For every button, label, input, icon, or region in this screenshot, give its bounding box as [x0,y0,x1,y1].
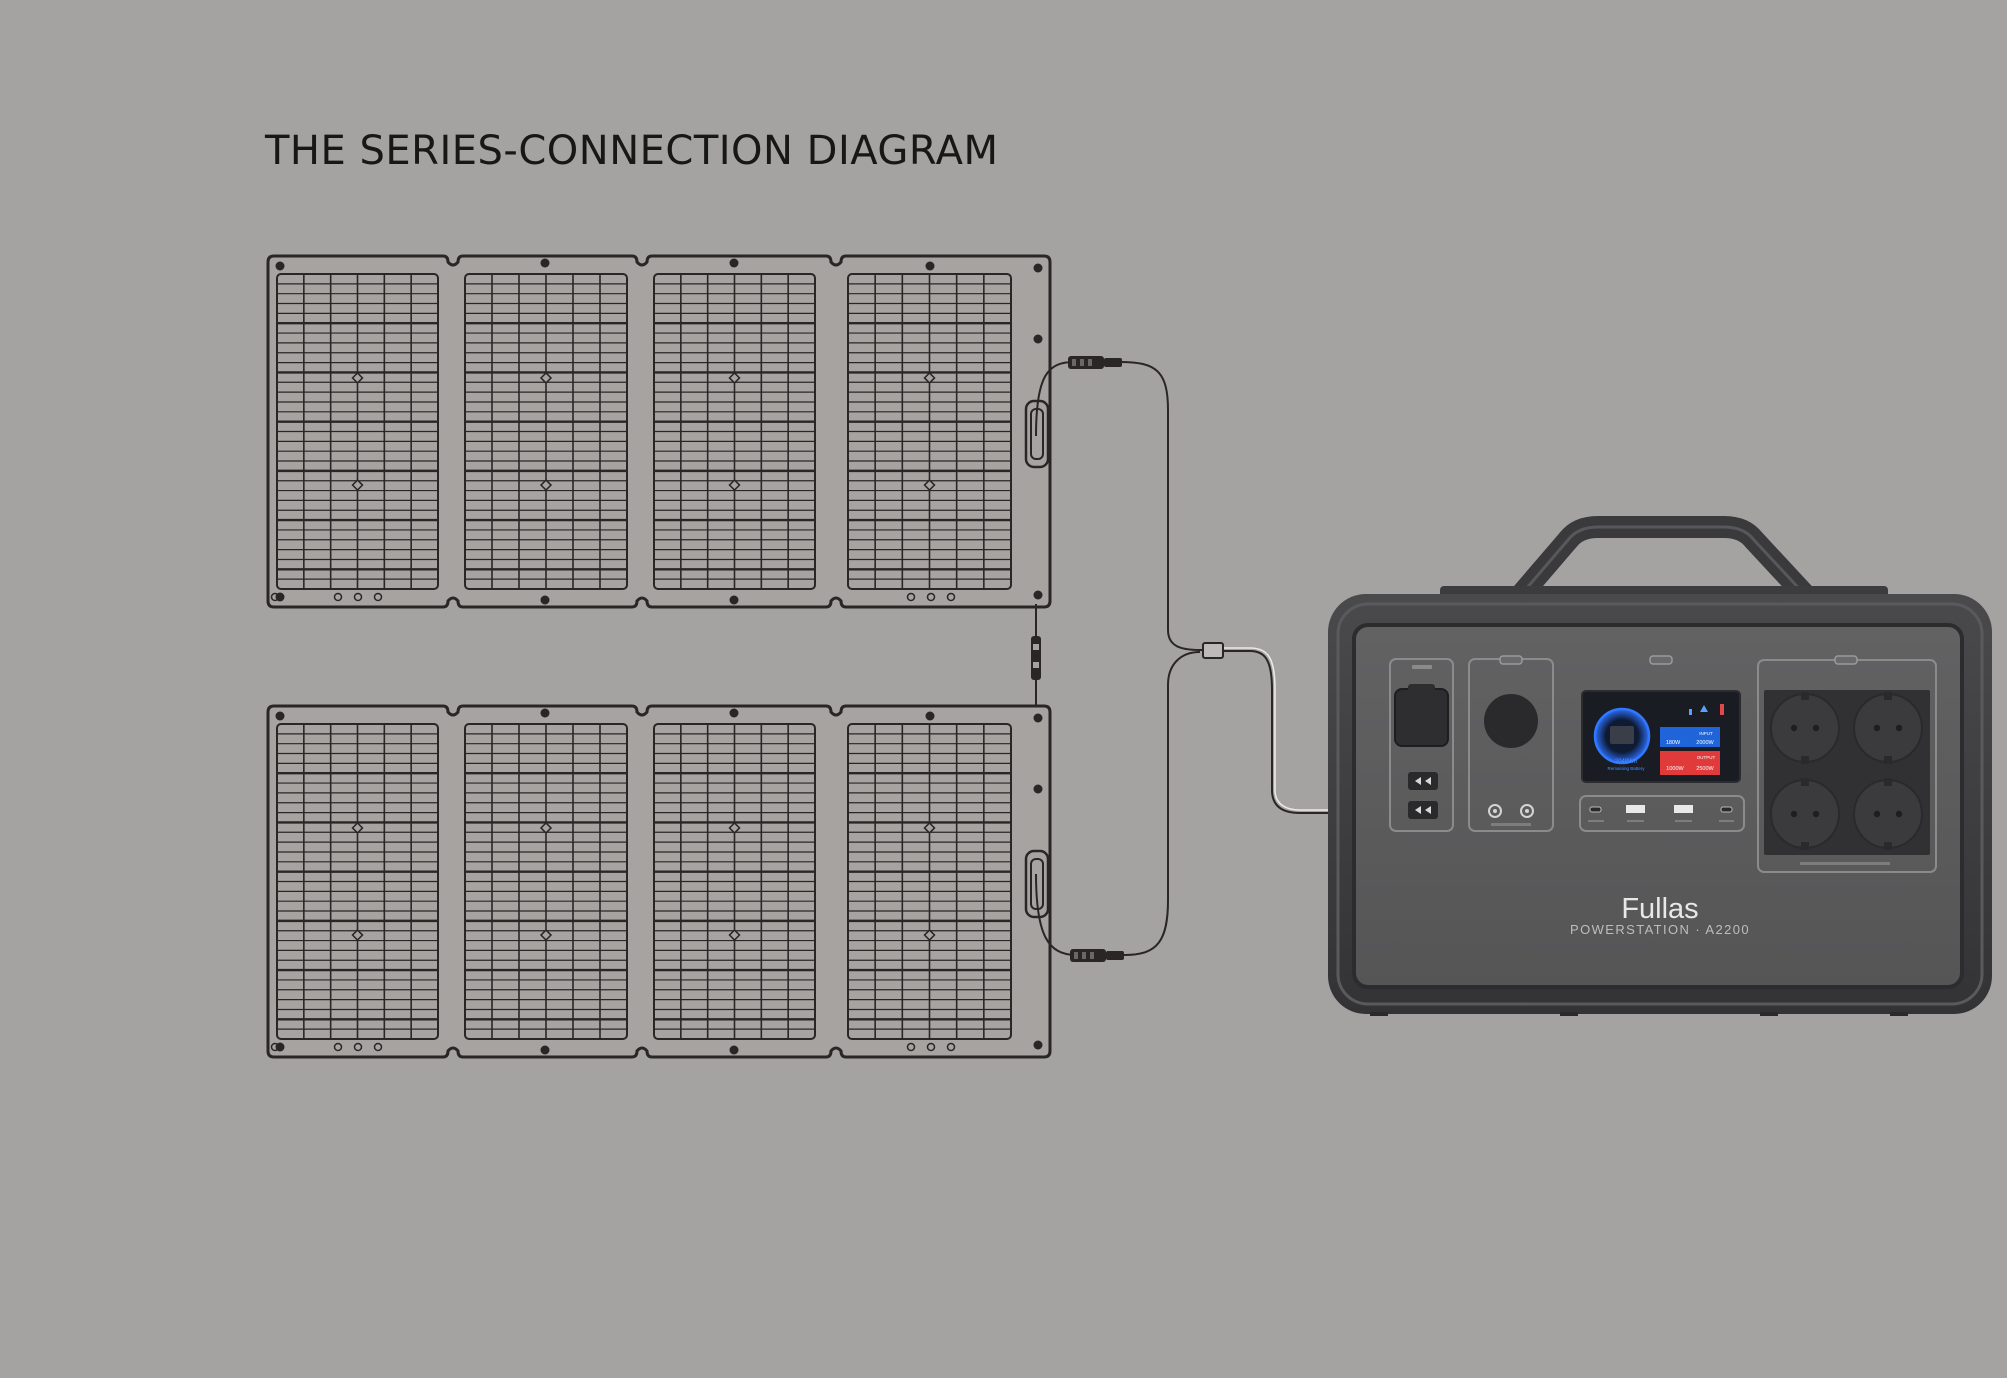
solar-cell-grid [847,723,1012,1040]
grommet-hole [729,258,739,268]
solar-cell-grid [653,273,816,590]
solar-cell-grid [464,273,628,590]
solar-cell-grid [653,723,816,1040]
svg-text:2500W: 2500W [1696,766,1714,772]
grommet-hole [540,595,550,605]
grommet-hole [275,711,285,721]
pv-cable-highlight [1222,647,1413,811]
svg-text:180W: 180W [1666,740,1681,746]
pv-cables [1035,361,1413,956]
grommet-hole [729,595,739,605]
grommet-hole [275,261,285,271]
car-port-module [1468,655,1554,832]
svg-text:OUTPUT: OUTPUT [1697,755,1716,760]
ac-outlets-module [1757,655,1937,873]
display-output-box [1660,751,1720,775]
grommet-hole [729,1045,739,1055]
grommet-hole [1033,1040,1043,1050]
pv-input-port [1408,801,1438,819]
series-jumper-connector [1031,604,1041,706]
mc4-connector-lower [1070,949,1124,962]
schuko-outlet [1853,778,1923,850]
grommet-hole [540,258,550,268]
svg-text:INPUT: INPUT [1699,731,1713,736]
power-station: 2048Wh Remaining Battery INPUT 180W 2000… [1328,516,1992,1016]
solar-panel-bottom [266,704,1052,1059]
solar-cell-grid [276,723,439,1040]
y-branch-connector [1202,642,1224,659]
usb-module [1579,795,1745,832]
display-battery-sub: Remaining Battery [1607,766,1645,771]
schuko-outlet [1770,692,1840,764]
car-charger-socket [1484,694,1538,748]
svg-text:1000W: 1000W [1666,766,1684,772]
ac-input-module [1389,658,1454,832]
svg-text:2000W: 2000W [1696,740,1714,746]
lcd-display: 2048Wh Remaining Battery INPUT 180W 2000… [1581,655,1741,783]
display-battery-text: 2048Wh [1615,759,1637,765]
grommet-hole [1033,263,1043,273]
grommet-hole [1033,784,1043,794]
solar-cell-grid [276,273,439,590]
schuko-outlet [1853,692,1923,764]
schuko-outlet [1770,778,1840,850]
mc4-connector-upper [1068,356,1122,369]
solar-cell-grid [847,273,1012,590]
model-name: POWERSTATION · A2200 [1570,922,1750,937]
grommet-hole [925,711,935,721]
grommet-hole [540,1045,550,1055]
grommet-hole [1033,334,1043,344]
brand-logo: Fullas [1621,893,1698,925]
grommet-hole [729,708,739,718]
grommet-hole [925,261,935,271]
solar-panel-top [266,254,1052,609]
diagram-title: THE SERIES-CONNECTION DIAGRAM [265,128,999,174]
grommet-hole [540,708,550,718]
solar-cell-grid [464,723,628,1040]
display-input-box [1660,727,1720,747]
grommet-hole [1033,590,1043,600]
grommet-hole [1033,713,1043,723]
